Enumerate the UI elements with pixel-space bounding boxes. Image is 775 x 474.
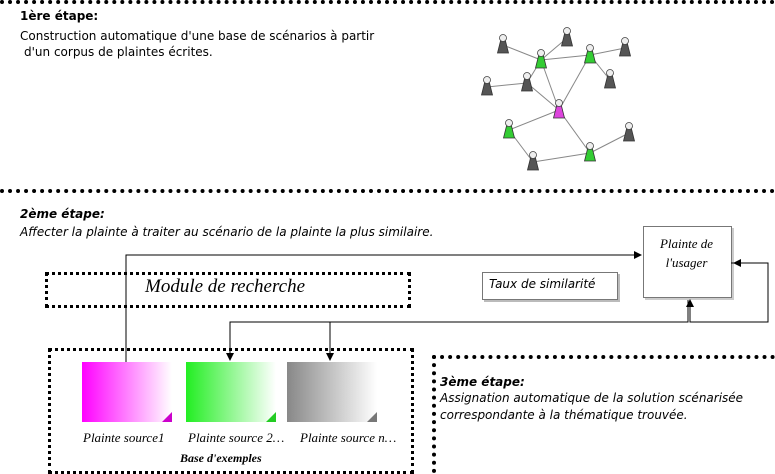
step3-line2: correspondante à la thématique trouvée. <box>440 408 688 422</box>
source-paper-1 <box>82 362 172 422</box>
user-complaint-note <box>643 226 732 298</box>
step1-separator <box>0 189 775 193</box>
search-module-label: Module de recherche <box>145 276 306 297</box>
example-base-label: Base d'exemples <box>180 451 262 465</box>
top-dotted-border <box>0 0 775 4</box>
network-node <box>526 151 540 171</box>
network-node <box>496 34 510 54</box>
user-complaint-line2: l'usager <box>665 255 708 270</box>
step3-title: 3ème étape: <box>440 375 525 389</box>
network-node <box>618 37 632 57</box>
search-module-box <box>45 272 411 308</box>
step3-top-border <box>432 355 775 359</box>
network-node <box>560 27 574 47</box>
step3-left-border <box>432 355 436 473</box>
step1-line2: d'un corpus de plaintes écrites. <box>24 45 213 59</box>
similarity-box <box>482 272 618 300</box>
step2-text: Affecter la plainte à traiter au scénari… <box>20 225 434 239</box>
source-paper-2 <box>186 362 276 422</box>
source-label-2: Plainte source 2… <box>188 430 285 445</box>
user-complaint-line1: Plainte de <box>659 236 714 251</box>
network-node <box>520 72 534 92</box>
network-node <box>583 142 597 162</box>
network-node <box>622 122 636 142</box>
network-node <box>502 119 516 139</box>
source-label-1: Plainte source1 <box>83 430 165 445</box>
network-node <box>583 44 597 64</box>
step3-line1: Assignation automatique de la solution s… <box>440 391 744 405</box>
source-paper-3 <box>287 362 377 422</box>
step1-title: 1ère étape: <box>20 9 99 23</box>
similarity-label: Taux de similarité <box>489 277 596 291</box>
source-label-3: Plainte source n… <box>300 430 397 445</box>
step1-line1: Construction automatique d'une base de s… <box>20 29 375 43</box>
network-node <box>603 69 617 89</box>
network-node <box>534 49 548 69</box>
network-node <box>552 99 566 119</box>
step2-title: 2ème étape: <box>20 207 105 221</box>
network-node <box>480 76 494 96</box>
